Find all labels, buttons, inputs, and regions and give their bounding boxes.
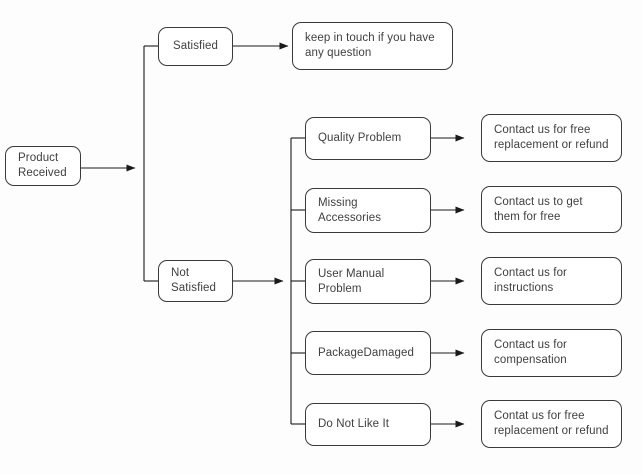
node-response-compensation[interactable]: Contact us for compensation <box>481 329 622 377</box>
node-reason-missing-accessories[interactable]: Missing Accessories <box>305 188 431 233</box>
node-reason-user-manual-problem[interactable]: User Manual Problem <box>305 259 431 304</box>
node-satisfied[interactable]: Satisfied <box>158 27 233 66</box>
node-product-received[interactable]: Product Received <box>5 146 81 186</box>
node-satisfied-response[interactable]: keep in touch if you have any question <box>292 22 453 70</box>
node-reason-package-damaged[interactable]: PackageDamaged <box>305 331 431 375</box>
node-reason-quality-problem[interactable]: Quality Problem <box>305 117 431 160</box>
node-not-satisfied[interactable]: Not Satisfied <box>158 260 233 302</box>
node-response-get-them-for-free[interactable]: Contact us to get them for free <box>481 186 622 233</box>
node-response-replacement-or-refund[interactable]: Contact us for free replacement or refun… <box>481 114 622 162</box>
node-response-contat-replacement-or-refund[interactable]: Contat us for free replacement or refund <box>481 400 622 448</box>
node-reason-do-not-like-it[interactable]: Do Not Like It <box>305 403 431 446</box>
node-response-instructions[interactable]: Contact us for instructions <box>481 257 622 305</box>
